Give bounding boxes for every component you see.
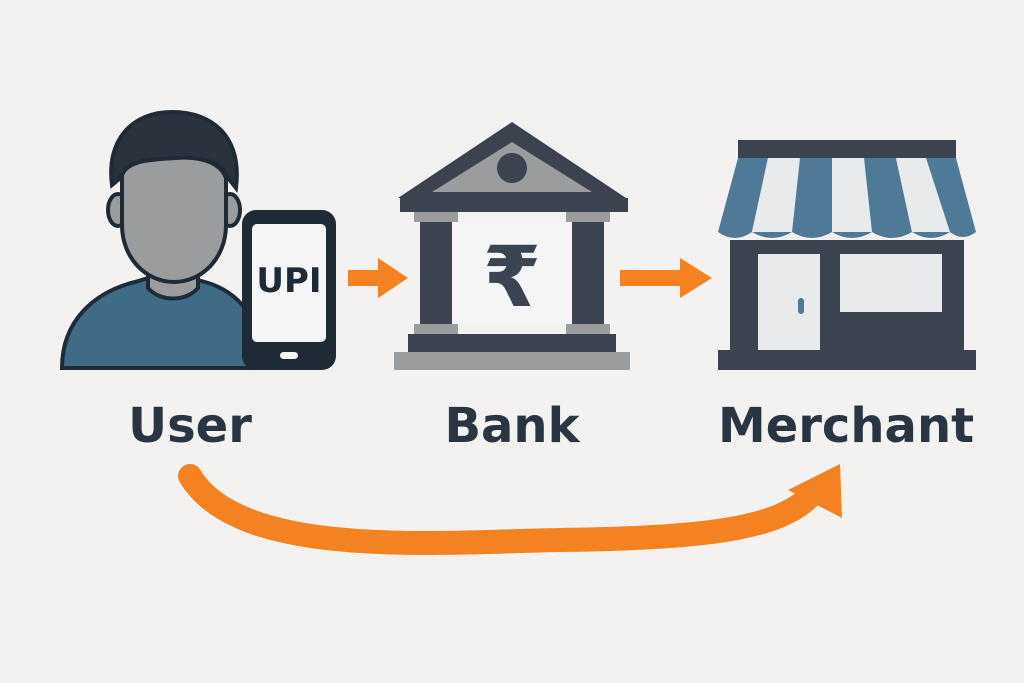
storefront-icon (718, 140, 976, 370)
bank-label: Bank (444, 398, 580, 454)
phone-screen-text: UPI (256, 261, 321, 301)
smartphone-icon: UPI (242, 210, 336, 370)
person-icon (59, 109, 268, 370)
arrow-user-to-merchant-direct (178, 464, 842, 555)
arrow-user-to-bank (348, 258, 408, 298)
bank-building-icon: ₹ (394, 122, 630, 370)
user-label: User (128, 398, 252, 454)
rupee-symbol: ₹ (483, 228, 541, 326)
arrow-bank-to-merchant (620, 258, 712, 298)
merchant-label: Merchant (718, 398, 974, 454)
